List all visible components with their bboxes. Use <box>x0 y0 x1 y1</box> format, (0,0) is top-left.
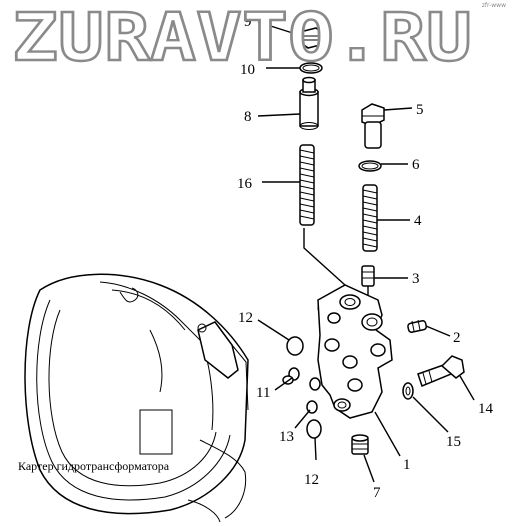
part-7-plug <box>351 434 369 455</box>
callout-11: 11 <box>256 385 270 401</box>
callout-9: 9 <box>244 14 252 30</box>
part-9-plug <box>299 27 325 49</box>
assembly-guide-line <box>303 228 346 286</box>
callout-2: 2 <box>453 330 461 346</box>
callout-16: 16 <box>237 176 253 192</box>
callout-labels: 9 10 8 16 5 6 4 3 2 14 15 1 7 12 11 13 1… <box>237 14 494 501</box>
part-2-plug <box>407 319 428 333</box>
part-4-spring <box>362 184 378 252</box>
callout-3: 3 <box>412 271 420 287</box>
part-14-bolt <box>417 355 465 387</box>
part-15-washer <box>402 382 414 400</box>
part-12-o-ring-lower <box>306 419 322 439</box>
callout-12-lower: 12 <box>304 472 319 488</box>
leader-lines <box>257 21 475 483</box>
callout-14: 14 <box>478 401 494 417</box>
callout-8: 8 <box>244 109 252 125</box>
callout-6: 6 <box>412 157 420 173</box>
callout-10: 10 <box>240 62 255 78</box>
part-1-valve-body <box>317 284 393 419</box>
part-12-o-ring-upper <box>286 336 304 356</box>
housing-caption: Картер гидротрансформатора <box>18 459 170 473</box>
callout-4: 4 <box>414 213 422 229</box>
part-5-plug <box>361 103 385 149</box>
watermark-text: ZURAVTO.RU <box>12 0 472 76</box>
corner-mark: zfr-www <box>481 2 506 9</box>
site-watermark: ZURAVTO.RU <box>11 0 473 76</box>
callout-13: 13 <box>279 429 294 445</box>
part-3-valve <box>361 265 375 298</box>
part-8-piston <box>299 76 319 130</box>
callout-1: 1 <box>403 457 411 473</box>
callout-15: 15 <box>446 434 461 450</box>
callout-5: 5 <box>416 102 424 118</box>
callout-7: 7 <box>373 485 381 501</box>
converter-housing <box>24 273 249 523</box>
callout-12-upper: 12 <box>238 310 253 326</box>
part-16-spring <box>299 144 315 226</box>
part-11-o-rings <box>282 367 321 391</box>
